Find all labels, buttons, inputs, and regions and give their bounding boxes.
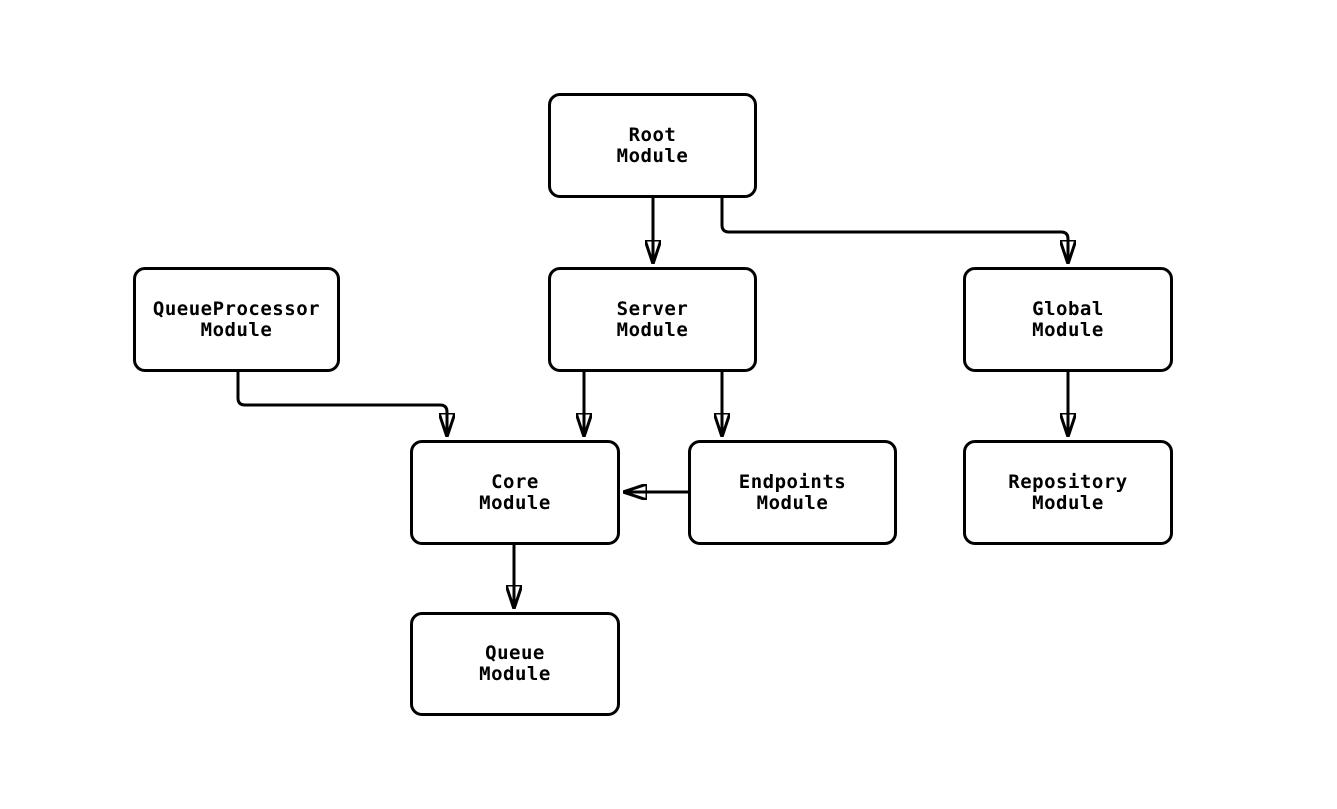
node-core-module-label: Core Module [479,470,551,514]
node-repository-module: Repository Module [963,440,1173,545]
node-global-module: Global Module [963,267,1173,372]
node-queueprocessor-module-label: QueueProcessor Module [152,297,321,341]
edge-queueprocessor-module-to-core-module [236,372,447,436]
node-server-module-label: Server Module [616,297,689,341]
node-repository-module-label: Repository Module [1008,470,1128,514]
node-root-module: Root Module [548,93,757,198]
node-core-module: Core Module [410,440,620,545]
node-global-module-label: Global Module [1032,297,1104,341]
node-server-module: Server Module [548,267,757,372]
node-endpoints-module-label: Endpoints Module [738,470,847,514]
node-queueprocessor-module: QueueProcessor Module [133,267,340,372]
node-queue-module-label: Queue Module [479,642,551,685]
node-queue-module: Queue Module [410,612,620,716]
node-endpoints-module: Endpoints Module [688,440,897,545]
node-root-module-label: Root Module [616,123,689,167]
edge-root-module-to-global-module [720,198,1068,263]
